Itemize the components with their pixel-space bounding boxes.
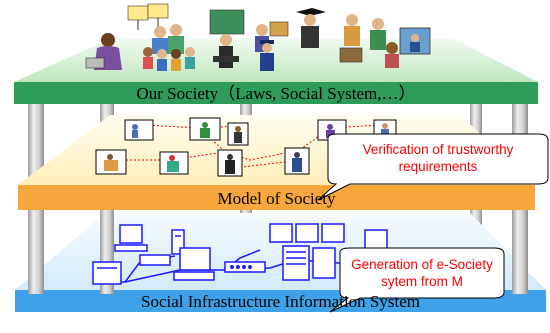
verification-callout [317, 133, 549, 201]
callout-bubble [329, 247, 505, 313]
society-band [14, 82, 538, 104]
society-layer-label: Our Society（Laws, Social System,…） [136, 84, 416, 103]
teacher-icon [209, 9, 245, 68]
model-layer-label: Model of Society [217, 189, 336, 208]
callout-line: Generation of e-Society [351, 257, 493, 272]
generation-callout [329, 247, 505, 313]
computer-monitor-icon [399, 27, 431, 55]
family-icon [143, 24, 195, 71]
model-band [18, 185, 535, 210]
generation-callout-text: Generation of e-Society sytem from M [342, 256, 502, 290]
graduate-icon [296, 8, 326, 48]
verification-callout-text: Verification of trustworthy requirements [330, 141, 546, 175]
computer-user-icon [85, 33, 122, 70]
callout-line: Verification of trustworthy [362, 142, 514, 157]
infrastructure-layer-label: Social Infrastructure Information System [140, 292, 420, 311]
callout-bubble [317, 133, 549, 201]
model-person-icon [95, 117, 397, 177]
police-officer-icon [260, 40, 274, 71]
people-clipart-icon [85, 3, 431, 71]
worker-icon [339, 14, 399, 68]
sign-board [127, 3, 169, 30]
callout-line: requirements [398, 159, 478, 174]
model-frame [124, 119, 154, 141]
callout-line: sytem from M [381, 274, 463, 289]
